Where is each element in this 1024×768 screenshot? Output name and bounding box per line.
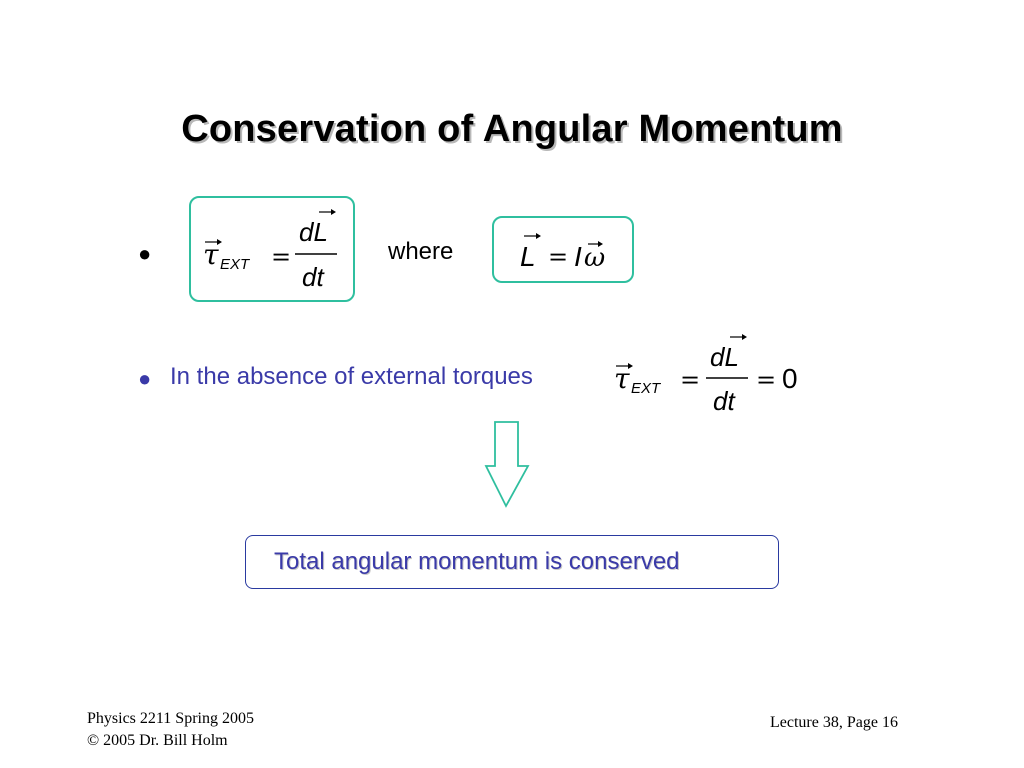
equals-sign: = xyxy=(548,243,568,271)
omega-arrowhead xyxy=(598,241,603,247)
equation-torque: τ EXT = dL dt xyxy=(203,209,337,292)
conclusion-text: Total angular momentum is conserved xyxy=(274,548,680,575)
bullet-1-marker: ● xyxy=(138,241,152,266)
equation-torque-box: τ EXT = dL dt xyxy=(189,196,355,302)
omega-symbol: ω xyxy=(584,243,605,273)
ext-subscript: EXT xyxy=(220,256,251,273)
denominator-dt: dt xyxy=(302,262,325,292)
ext-subscript: EXT xyxy=(631,380,662,397)
equation-zero-torque: τ EXT = dL dt = 0 xyxy=(614,334,798,416)
L-symbol: L xyxy=(520,241,536,272)
equation-momentum-box: L = I ω xyxy=(492,216,634,283)
L-arrowhead xyxy=(742,334,747,340)
tau-symbol: τ xyxy=(614,362,630,395)
down-arrow-icon xyxy=(484,421,530,508)
equals-sign: = xyxy=(680,366,700,394)
zero-value: 0 xyxy=(782,363,798,394)
bullet-2-marker: ● xyxy=(138,366,152,391)
tau-arrowhead xyxy=(217,239,222,245)
L-arrowhead xyxy=(331,209,336,215)
absence-of-torques-text: In the absence of external torques xyxy=(170,363,533,390)
L-arrowhead xyxy=(536,233,541,239)
slide-title: Conservation of Angular Momentum xyxy=(181,108,843,150)
footer-course: Physics 2211 Spring 2005 xyxy=(87,710,254,727)
equals-sign-2: = xyxy=(756,366,776,394)
numerator-dL: dL xyxy=(299,217,328,247)
footer-copyright: © 2005 Dr. Bill Holm xyxy=(87,732,228,749)
equation-momentum: L = I ω xyxy=(520,233,605,273)
equals-sign: = xyxy=(271,243,291,271)
denominator-dt: dt xyxy=(713,386,736,416)
conclusion-box: Total angular momentum is conserved xyxy=(245,535,779,589)
I-symbol: I xyxy=(574,241,582,272)
tau-symbol: τ xyxy=(203,238,219,271)
footer-page-number: Lecture 38, Page 16 xyxy=(770,714,898,731)
tau-arrowhead xyxy=(628,363,633,369)
where-label: where xyxy=(388,238,454,265)
numerator-dL: dL xyxy=(710,342,739,372)
